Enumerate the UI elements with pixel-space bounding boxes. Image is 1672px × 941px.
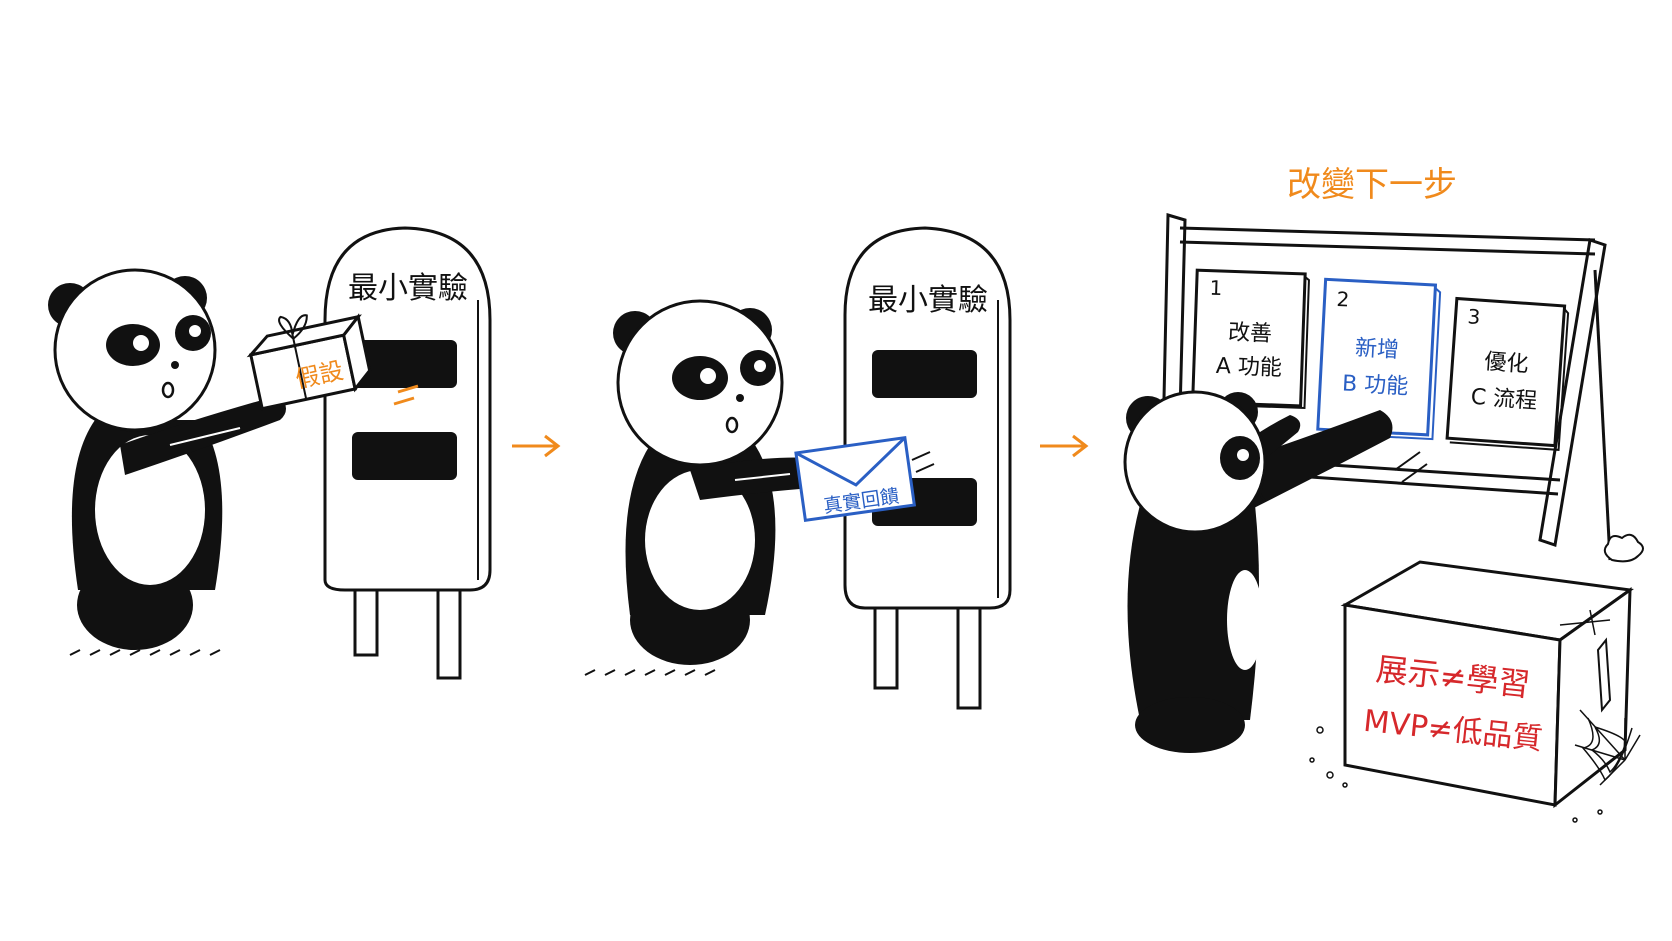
board-card-1: 1 改善 A 功能 bbox=[1191, 268, 1310, 410]
arrow-2 bbox=[1040, 434, 1089, 458]
panda-1-mouth bbox=[161, 381, 175, 399]
panda-1-eye-patch-left bbox=[106, 324, 160, 366]
board-top-rail bbox=[1179, 226, 1596, 242]
mailbox-2-slot-top bbox=[872, 350, 977, 398]
mailbox-1-post-right bbox=[436, 588, 462, 680]
board-card-2: 2 新增 B 功能 bbox=[1316, 277, 1442, 441]
panda-3-legs bbox=[1135, 697, 1245, 753]
panda-3 bbox=[1123, 390, 1393, 753]
dust-dots bbox=[1309, 726, 1603, 823]
mailbox-2-post-right bbox=[956, 606, 982, 710]
scene-3: 改變下一步 1 改善 A 功能 2 新增 B 功能 bbox=[1123, 165, 1644, 823]
panda-1-belly bbox=[95, 435, 205, 585]
dust-puff-icon bbox=[1603, 533, 1644, 563]
board-card-3: 3 優化 C 流程 bbox=[1445, 296, 1570, 451]
mailbox-2-label: 最小實驗 bbox=[868, 283, 988, 318]
panda-1-arm bbox=[120, 395, 286, 475]
panda-3-head bbox=[1123, 390, 1267, 534]
card-3-number: 3 bbox=[1467, 304, 1481, 329]
parcel: 假設 bbox=[246, 313, 372, 411]
card-1-line1: 改善 bbox=[1228, 320, 1273, 347]
cobweb-icon bbox=[1574, 709, 1641, 786]
mailbox-2-post-left bbox=[873, 606, 899, 690]
panda-2 bbox=[613, 299, 820, 665]
card-2-line2: B 功能 bbox=[1341, 371, 1408, 399]
mailbox-1: 最小實驗 bbox=[323, 226, 492, 680]
mailbox-1-label: 最小實驗 bbox=[348, 271, 468, 306]
mailbox-1-body bbox=[323, 226, 492, 592]
panda-2-mouth bbox=[725, 416, 739, 434]
ground-scribble-1 bbox=[69, 649, 221, 656]
panda-2-belly bbox=[645, 470, 755, 610]
ground-scribble-2 bbox=[584, 669, 716, 676]
card-1-line2: A 功能 bbox=[1215, 354, 1282, 381]
tape bbox=[1596, 637, 1612, 713]
panda-2-eye-patch-left bbox=[672, 356, 728, 400]
card-1-number: 1 bbox=[1209, 276, 1223, 300]
panda-1 bbox=[48, 268, 286, 650]
card-2-line1: 新增 bbox=[1354, 336, 1399, 363]
panda-3-belly-side bbox=[1227, 570, 1263, 670]
envelope: 真實回饋 bbox=[794, 435, 917, 523]
mailbox-2: 最小實驗 bbox=[843, 226, 1012, 710]
board-title: 改變下一步 bbox=[1287, 165, 1457, 205]
card-3-line2: C 流程 bbox=[1470, 385, 1538, 415]
mailbox-1-post-left bbox=[353, 588, 379, 657]
scene-1: 最小實驗 假設 bbox=[48, 226, 492, 680]
arrow-1 bbox=[512, 434, 561, 458]
mailbox-1-slot-bottom bbox=[352, 432, 457, 480]
card-2-number: 2 bbox=[1336, 287, 1350, 312]
dusty-box: 展示≠學習 MVP≠低品質 bbox=[1309, 533, 1644, 823]
parcel-ribbon bbox=[278, 314, 308, 400]
panda-3-body bbox=[1127, 487, 1259, 720]
card-3-line1: 優化 bbox=[1484, 350, 1530, 378]
scene-2: 最小實驗 真實回饋 bbox=[584, 226, 1012, 710]
mailbox-1-slot-top bbox=[352, 340, 457, 388]
